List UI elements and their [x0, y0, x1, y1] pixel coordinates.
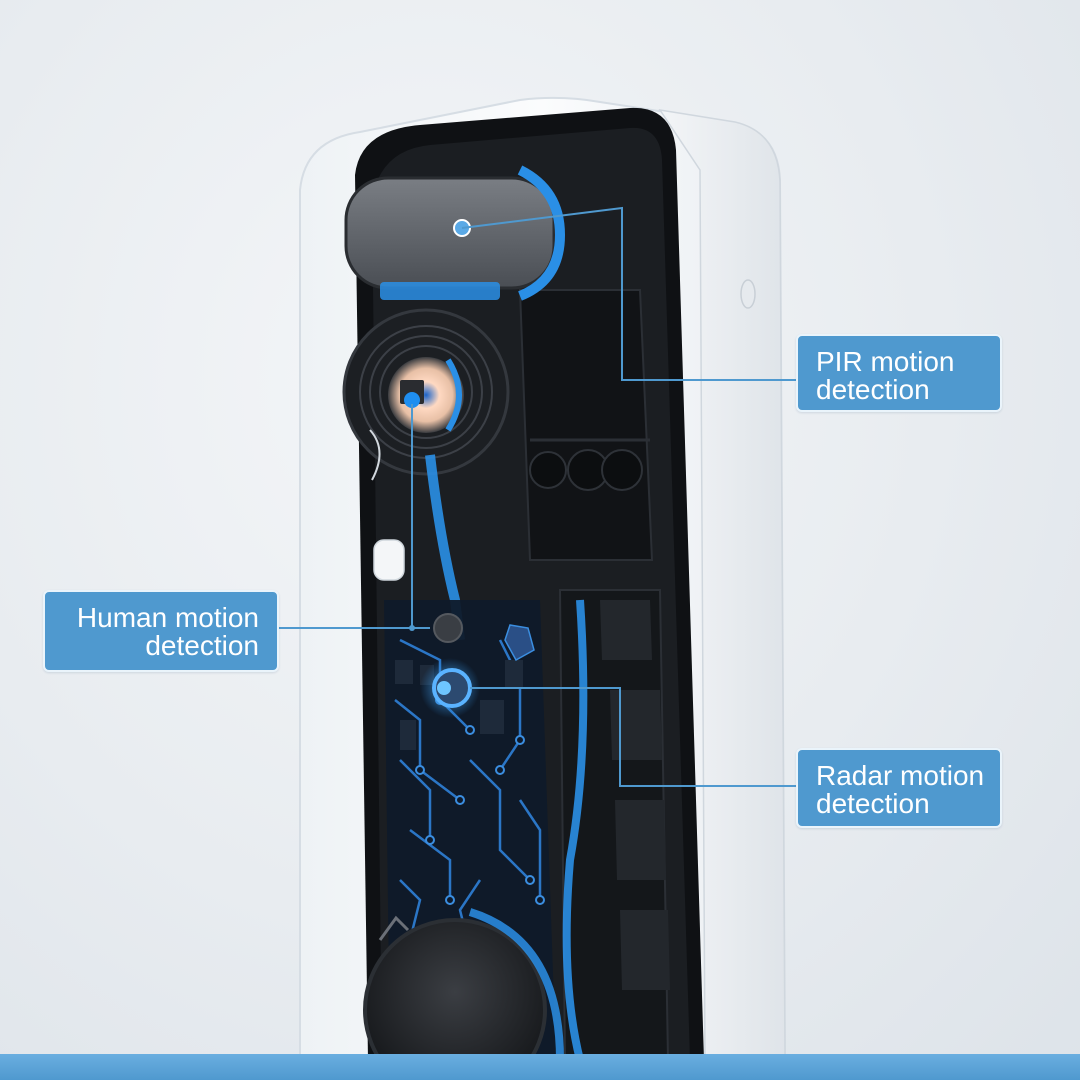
human-callout-line2: detection: [145, 630, 259, 661]
radar-callout-line1: Radar motion: [816, 760, 985, 791]
bottom-accent-bar: [0, 1054, 1080, 1080]
pir-leader-line: [461, 206, 796, 381]
pir-sensor: [344, 176, 556, 290]
camera-lens: [388, 357, 464, 433]
radar-motion-callout: Radar motion detection: [796, 748, 1002, 828]
human-callout-line1: Human motion: [76, 602, 259, 633]
human-motion-callout: Human motion detection: [43, 590, 279, 672]
pir-callout-line1: PIR motion: [816, 346, 955, 377]
pir-motion-callout: PIR motion detection: [796, 334, 1002, 412]
radar-leader-line: [470, 687, 796, 787]
speaker: [363, 918, 547, 1080]
radar-callout-line2: detection: [816, 788, 930, 819]
leader-lines: [279, 206, 796, 787]
pir-callout-line2: detection: [816, 374, 930, 405]
human-motion-sensor: [433, 613, 463, 643]
side-button: [740, 279, 756, 309]
